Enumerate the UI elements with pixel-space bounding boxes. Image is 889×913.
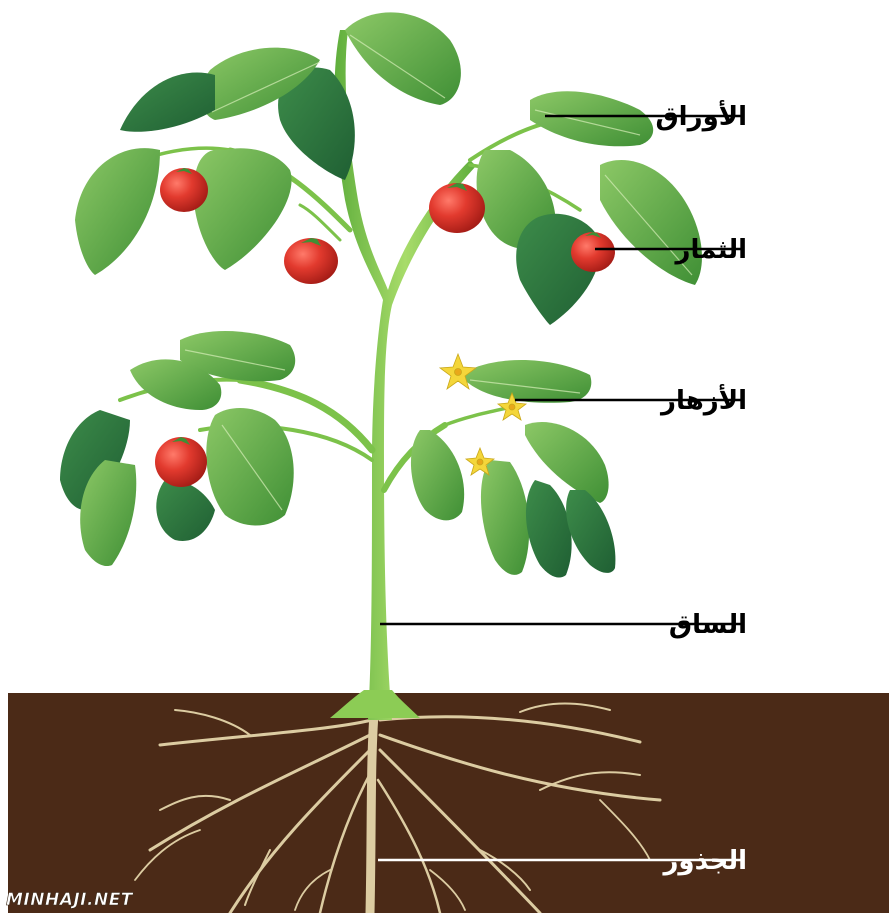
label-leaves: الأوراق	[655, 100, 747, 132]
tomato-3	[429, 183, 485, 233]
tomato-1	[160, 168, 208, 212]
tomato-2	[284, 238, 338, 284]
label-roots: الجذور	[661, 846, 747, 876]
watermark: MINHAJI.NET	[6, 890, 134, 910]
tomato-4	[571, 232, 615, 272]
label-flowers: الأزهار	[659, 384, 747, 416]
label-fruits: الثمار	[674, 235, 747, 265]
label-stem: الساق	[669, 610, 747, 640]
tomato-5	[155, 437, 207, 487]
soil	[8, 693, 889, 913]
